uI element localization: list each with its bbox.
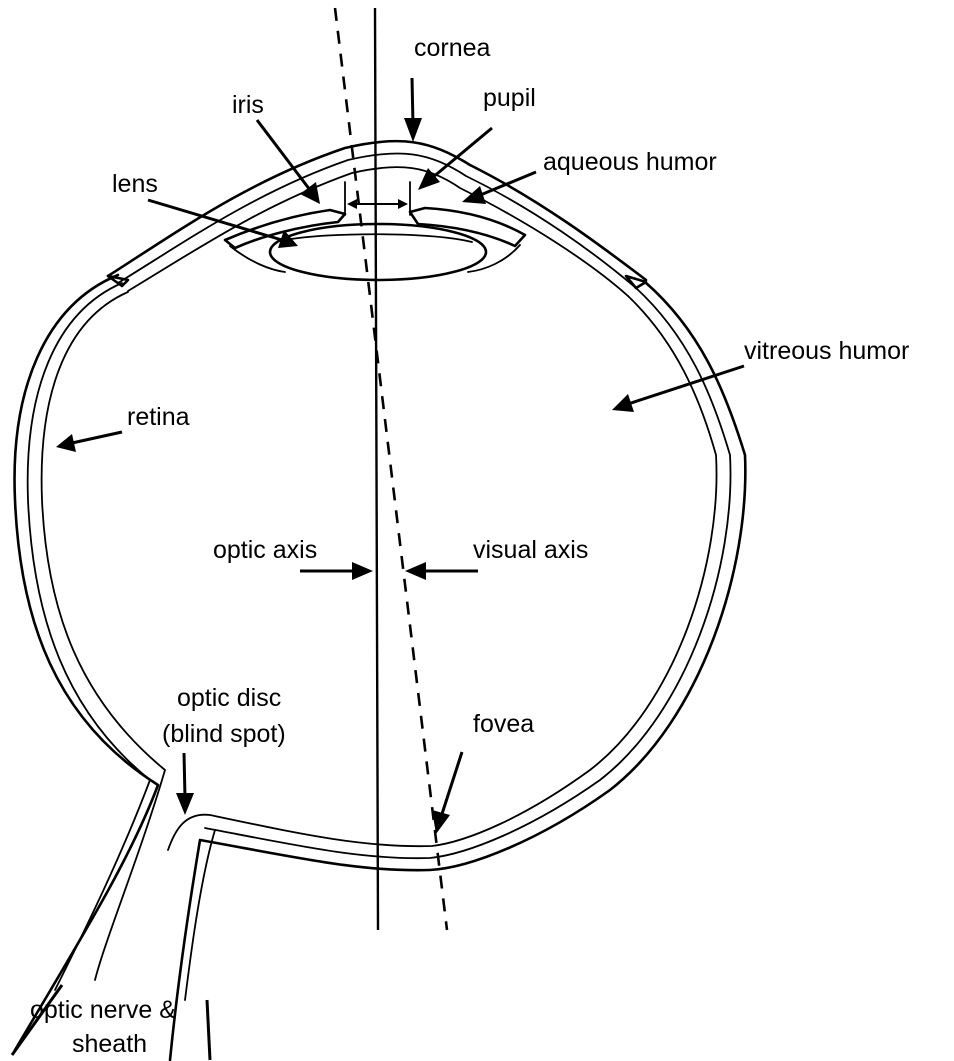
limbus-left — [108, 276, 128, 286]
sclera-outer-outline — [15, 275, 158, 1050]
label-optic-nerve: optic nerve & — [30, 996, 176, 1024]
visual-axis-arrowhead — [405, 562, 426, 580]
iris-arrowhead — [300, 182, 320, 204]
label-sheath: sheath — [72, 1030, 147, 1058]
optic-axis-arrowhead — [352, 562, 373, 580]
label-retina: retina — [127, 403, 190, 431]
label-blind-spot: (blind spot) — [162, 720, 286, 748]
label-visual-axis: visual axis — [473, 536, 588, 564]
eye-wall — [15, 275, 746, 1060]
optic-axis-line — [375, 8, 378, 930]
label-optic-axis: optic axis — [213, 536, 317, 564]
aqueous-arrowhead — [462, 186, 486, 204]
label-pupil: pupil — [483, 84, 536, 112]
label-optic-disc: optic disc — [177, 684, 281, 712]
pupil-width-marker — [345, 182, 410, 215]
label-fovea: fovea — [473, 710, 534, 738]
choroid-right — [205, 288, 731, 858]
retina-left — [42, 292, 165, 980]
label-iris: iris — [232, 91, 264, 119]
retina-arrowhead — [56, 434, 76, 452]
lens-shape — [270, 224, 486, 280]
lens-inner — [285, 234, 472, 242]
pupil-arrowhead — [418, 168, 440, 190]
optic-disc-arrowhead — [176, 793, 194, 815]
label-lens: lens — [112, 170, 158, 198]
label-aqueous-humor: aqueous humor — [543, 148, 717, 176]
choroid-left — [28, 283, 150, 990]
cornea-arrowhead — [404, 118, 422, 142]
labels: cornea pupil iris aqueous humor lens vit… — [30, 34, 909, 1058]
sclera-outer-right — [170, 282, 745, 1060]
label-cornea: cornea — [414, 34, 491, 62]
vitreous-arrowhead — [612, 394, 634, 412]
label-vitreous-humor: vitreous humor — [744, 337, 909, 365]
